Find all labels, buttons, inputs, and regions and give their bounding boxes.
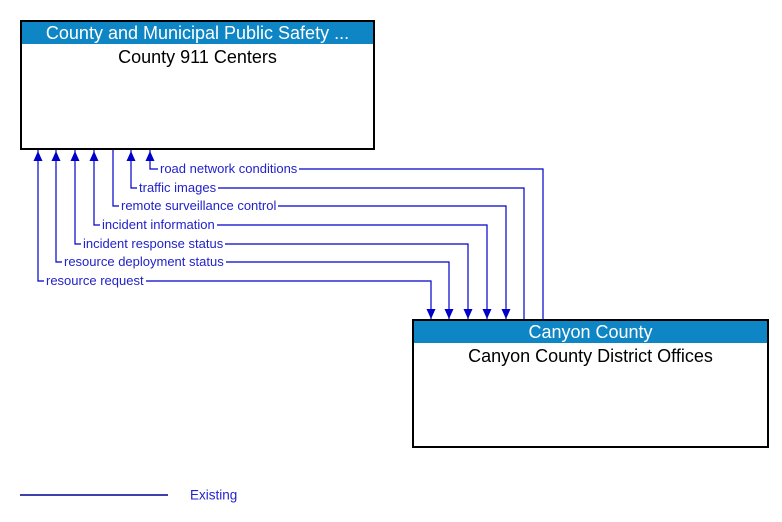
- flow-line-incident-response-status: [74, 150, 469, 319]
- arrowhead-up-resource-deployment-status: [51, 151, 61, 161]
- arrowhead-down-incident-information: [482, 309, 492, 319]
- flow-line-resource-request: [37, 150, 432, 319]
- legend-existing-label: Existing: [190, 487, 238, 503]
- element-group-header-bottom: Canyon County: [414, 321, 767, 343]
- element-group-header-top: County and Municipal Public Safety ...: [22, 22, 373, 44]
- arrowhead-up-resource-request: [33, 151, 43, 161]
- flow-line-incident-information: [93, 150, 488, 319]
- element-box-canyon-county-district-offices[interactable]: Canyon County Canyon County District Off…: [412, 319, 769, 448]
- flow-label-resource-deployment-status[interactable]: resource deployment status: [62, 254, 226, 269]
- flow-line-traffic-images: [130, 150, 525, 319]
- flow-label-remote-surveillance-control[interactable]: remote surveillance control: [119, 198, 279, 213]
- arrowhead-up-incident-response-status: [70, 151, 80, 161]
- element-name-bottom: Canyon County District Offices: [468, 346, 713, 366]
- arrowhead-up-traffic-images: [126, 151, 136, 161]
- flow-line-remote-surveillance-control: [112, 150, 507, 319]
- arrowhead-up-incident-information: [89, 151, 99, 161]
- arrowhead-up-road-network-conditions: [145, 151, 155, 161]
- flow-line-resource-deployment-status: [55, 150, 450, 319]
- flow-label-incident-response-status[interactable]: incident response status: [81, 236, 226, 251]
- arrowhead-down-remote-surveillance-control: [501, 309, 511, 319]
- arrowhead-down-resource-request: [426, 309, 436, 319]
- flow-label-resource-request[interactable]: resource request: [44, 273, 146, 288]
- flow-label-road-network-conditions[interactable]: road network conditions: [158, 161, 300, 176]
- element-box-county-911-centers[interactable]: County and Municipal Public Safety ... C…: [20, 20, 375, 150]
- arrowhead-down-incident-response-status: [463, 309, 473, 319]
- flow-label-incident-information[interactable]: incident information: [100, 217, 217, 232]
- arrowhead-down-resource-deployment-status: [444, 309, 454, 319]
- element-name-top: County 911 Centers: [118, 47, 277, 67]
- flow-label-traffic-images[interactable]: traffic images: [137, 180, 219, 195]
